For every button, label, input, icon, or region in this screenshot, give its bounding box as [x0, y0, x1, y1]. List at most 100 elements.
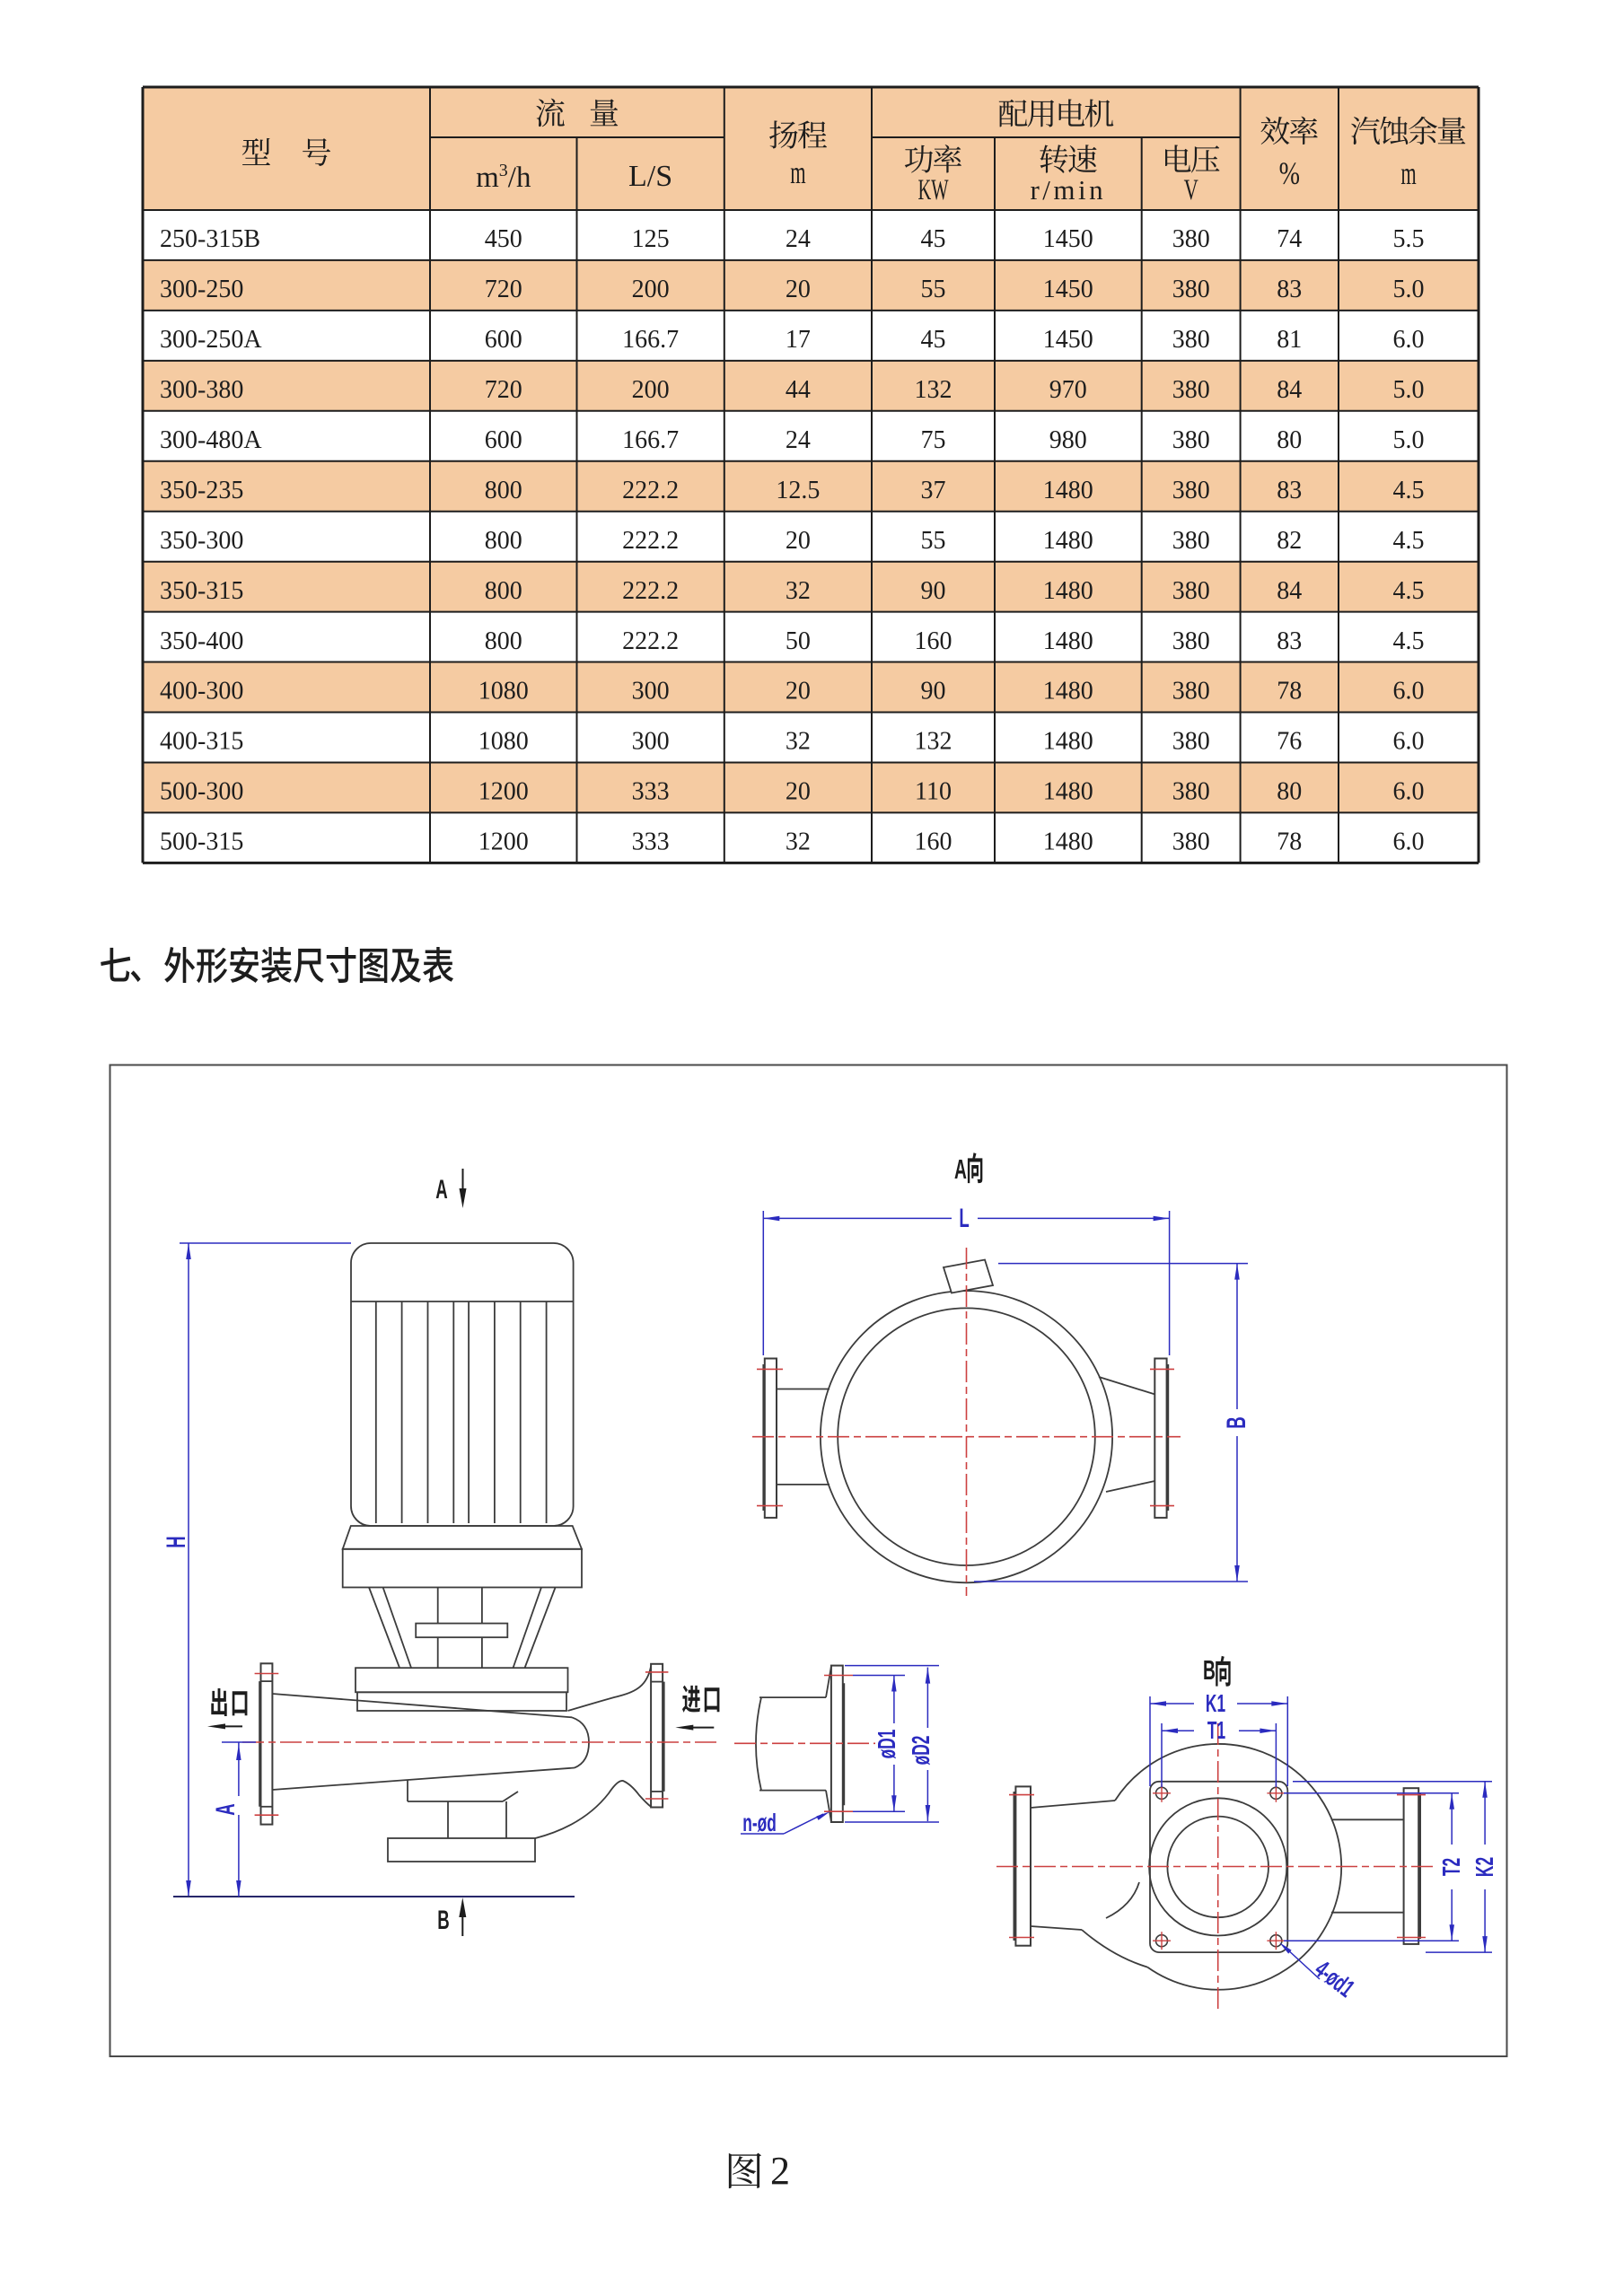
svg-text:1450: 1450 — [1043, 326, 1093, 354]
svg-text:78: 78 — [1277, 828, 1302, 856]
svg-text:380: 380 — [1172, 225, 1210, 253]
svg-text:222.2: 222.2 — [622, 627, 679, 655]
svg-text:B: B — [437, 1906, 449, 1936]
svg-text:500-300: 500-300 — [160, 778, 243, 806]
svg-text:83: 83 — [1277, 276, 1302, 303]
svg-text:4.5: 4.5 — [1393, 577, 1425, 605]
svg-text:45: 45 — [921, 225, 946, 253]
svg-text:32: 32 — [786, 577, 811, 605]
svg-text:333: 333 — [632, 778, 670, 806]
svg-text:600: 600 — [485, 326, 522, 354]
svg-text:T1: T1 — [1207, 1716, 1225, 1744]
svg-text:380: 380 — [1172, 477, 1210, 504]
svg-text:20: 20 — [786, 778, 811, 806]
svg-text:24: 24 — [786, 225, 811, 253]
svg-text:222.2: 222.2 — [622, 577, 679, 605]
svg-text:160: 160 — [915, 627, 952, 655]
svg-text:800: 800 — [485, 477, 522, 504]
svg-text:50: 50 — [786, 627, 811, 655]
svg-text:24: 24 — [786, 426, 811, 454]
svg-text:6.0: 6.0 — [1393, 828, 1425, 856]
svg-text:132: 132 — [915, 376, 952, 404]
svg-text:300: 300 — [632, 678, 670, 705]
svg-text:380: 380 — [1172, 426, 1210, 454]
svg-text:90: 90 — [921, 678, 946, 705]
svg-text:200: 200 — [632, 276, 670, 303]
svg-text:80: 80 — [1277, 778, 1302, 806]
svg-text:K2: K2 — [1470, 1857, 1498, 1877]
svg-text:400-300: 400-300 — [160, 678, 243, 705]
svg-text:300-250: 300-250 — [160, 276, 243, 303]
svg-text:32: 32 — [786, 828, 811, 856]
svg-text:83: 83 — [1277, 477, 1302, 504]
svg-text:380: 380 — [1172, 376, 1210, 404]
svg-text:250-315B: 250-315B — [160, 225, 260, 253]
svg-text:1480: 1480 — [1043, 728, 1093, 756]
svg-text:222.2: 222.2 — [622, 477, 679, 504]
svg-text:380: 380 — [1172, 276, 1210, 303]
svg-text:300: 300 — [632, 728, 670, 756]
svg-text:350-400: 350-400 — [160, 627, 243, 655]
svg-text:1450: 1450 — [1043, 276, 1093, 303]
svg-text:1480: 1480 — [1043, 678, 1093, 705]
svg-text:4-ød1: 4-ød1 — [1310, 1955, 1360, 2002]
svg-text:17: 17 — [786, 326, 811, 354]
svg-text:6.0: 6.0 — [1393, 778, 1425, 806]
svg-text:45: 45 — [921, 326, 946, 354]
svg-text:380: 380 — [1172, 326, 1210, 354]
svg-text:4.5: 4.5 — [1393, 627, 1425, 655]
svg-text:166.7: 166.7 — [622, 426, 679, 454]
svg-text:5.0: 5.0 — [1393, 276, 1425, 303]
svg-text:84: 84 — [1277, 376, 1302, 404]
svg-text:300-480A: 300-480A — [160, 426, 262, 454]
svg-text:12.5: 12.5 — [776, 477, 820, 504]
svg-text:350-315: 350-315 — [160, 577, 243, 605]
svg-text:450: 450 — [485, 225, 522, 253]
svg-text:380: 380 — [1172, 678, 1210, 705]
svg-text:1080: 1080 — [478, 728, 529, 756]
svg-text:V: V — [1184, 174, 1199, 206]
svg-text:1450: 1450 — [1043, 225, 1093, 253]
svg-text:n-ød: n-ød — [742, 1809, 777, 1836]
svg-text:125: 125 — [632, 225, 670, 253]
svg-text:720: 720 — [485, 376, 522, 404]
svg-text:970: 970 — [1049, 376, 1087, 404]
svg-text:%: % — [1279, 155, 1300, 191]
svg-text:1480: 1480 — [1043, 828, 1093, 856]
svg-text:B: B — [1203, 1656, 1216, 1687]
svg-text:m: m — [790, 155, 805, 191]
svg-text:80: 80 — [1277, 426, 1302, 454]
svg-text:T2: T2 — [1437, 1858, 1465, 1876]
svg-text:r/min: r/min — [1030, 174, 1106, 206]
svg-text:82: 82 — [1277, 527, 1302, 555]
svg-text:300-250A: 300-250A — [160, 326, 262, 354]
svg-text:6.0: 6.0 — [1393, 326, 1425, 354]
svg-text:6.0: 6.0 — [1393, 678, 1425, 705]
svg-text:1080: 1080 — [478, 678, 529, 705]
svg-text:20: 20 — [786, 678, 811, 705]
svg-text:55: 55 — [921, 276, 946, 303]
svg-text:B: B — [1222, 1416, 1252, 1428]
svg-text:44: 44 — [786, 376, 811, 404]
svg-text:5.0: 5.0 — [1393, 376, 1425, 404]
svg-text:L/S: L/S — [628, 160, 672, 193]
svg-text:380: 380 — [1172, 627, 1210, 655]
svg-text:55: 55 — [921, 527, 946, 555]
svg-text:1200: 1200 — [478, 828, 529, 856]
svg-text:L: L — [959, 1204, 969, 1234]
svg-text:20: 20 — [786, 276, 811, 303]
svg-text:800: 800 — [485, 627, 522, 655]
svg-text:380: 380 — [1172, 577, 1210, 605]
svg-text:A: A — [435, 1175, 447, 1205]
svg-text:800: 800 — [485, 577, 522, 605]
svg-text:400-315: 400-315 — [160, 728, 243, 756]
svg-text:5.0: 5.0 — [1393, 426, 1425, 454]
svg-text:300-380: 300-380 — [160, 376, 243, 404]
svg-text:380: 380 — [1172, 778, 1210, 806]
svg-text:1200: 1200 — [478, 778, 529, 806]
svg-text:m: m — [1400, 156, 1416, 192]
svg-text:81: 81 — [1277, 326, 1302, 354]
svg-text:2: 2 — [770, 2149, 790, 2193]
svg-text:333: 333 — [632, 828, 670, 856]
svg-text:1480: 1480 — [1043, 527, 1093, 555]
